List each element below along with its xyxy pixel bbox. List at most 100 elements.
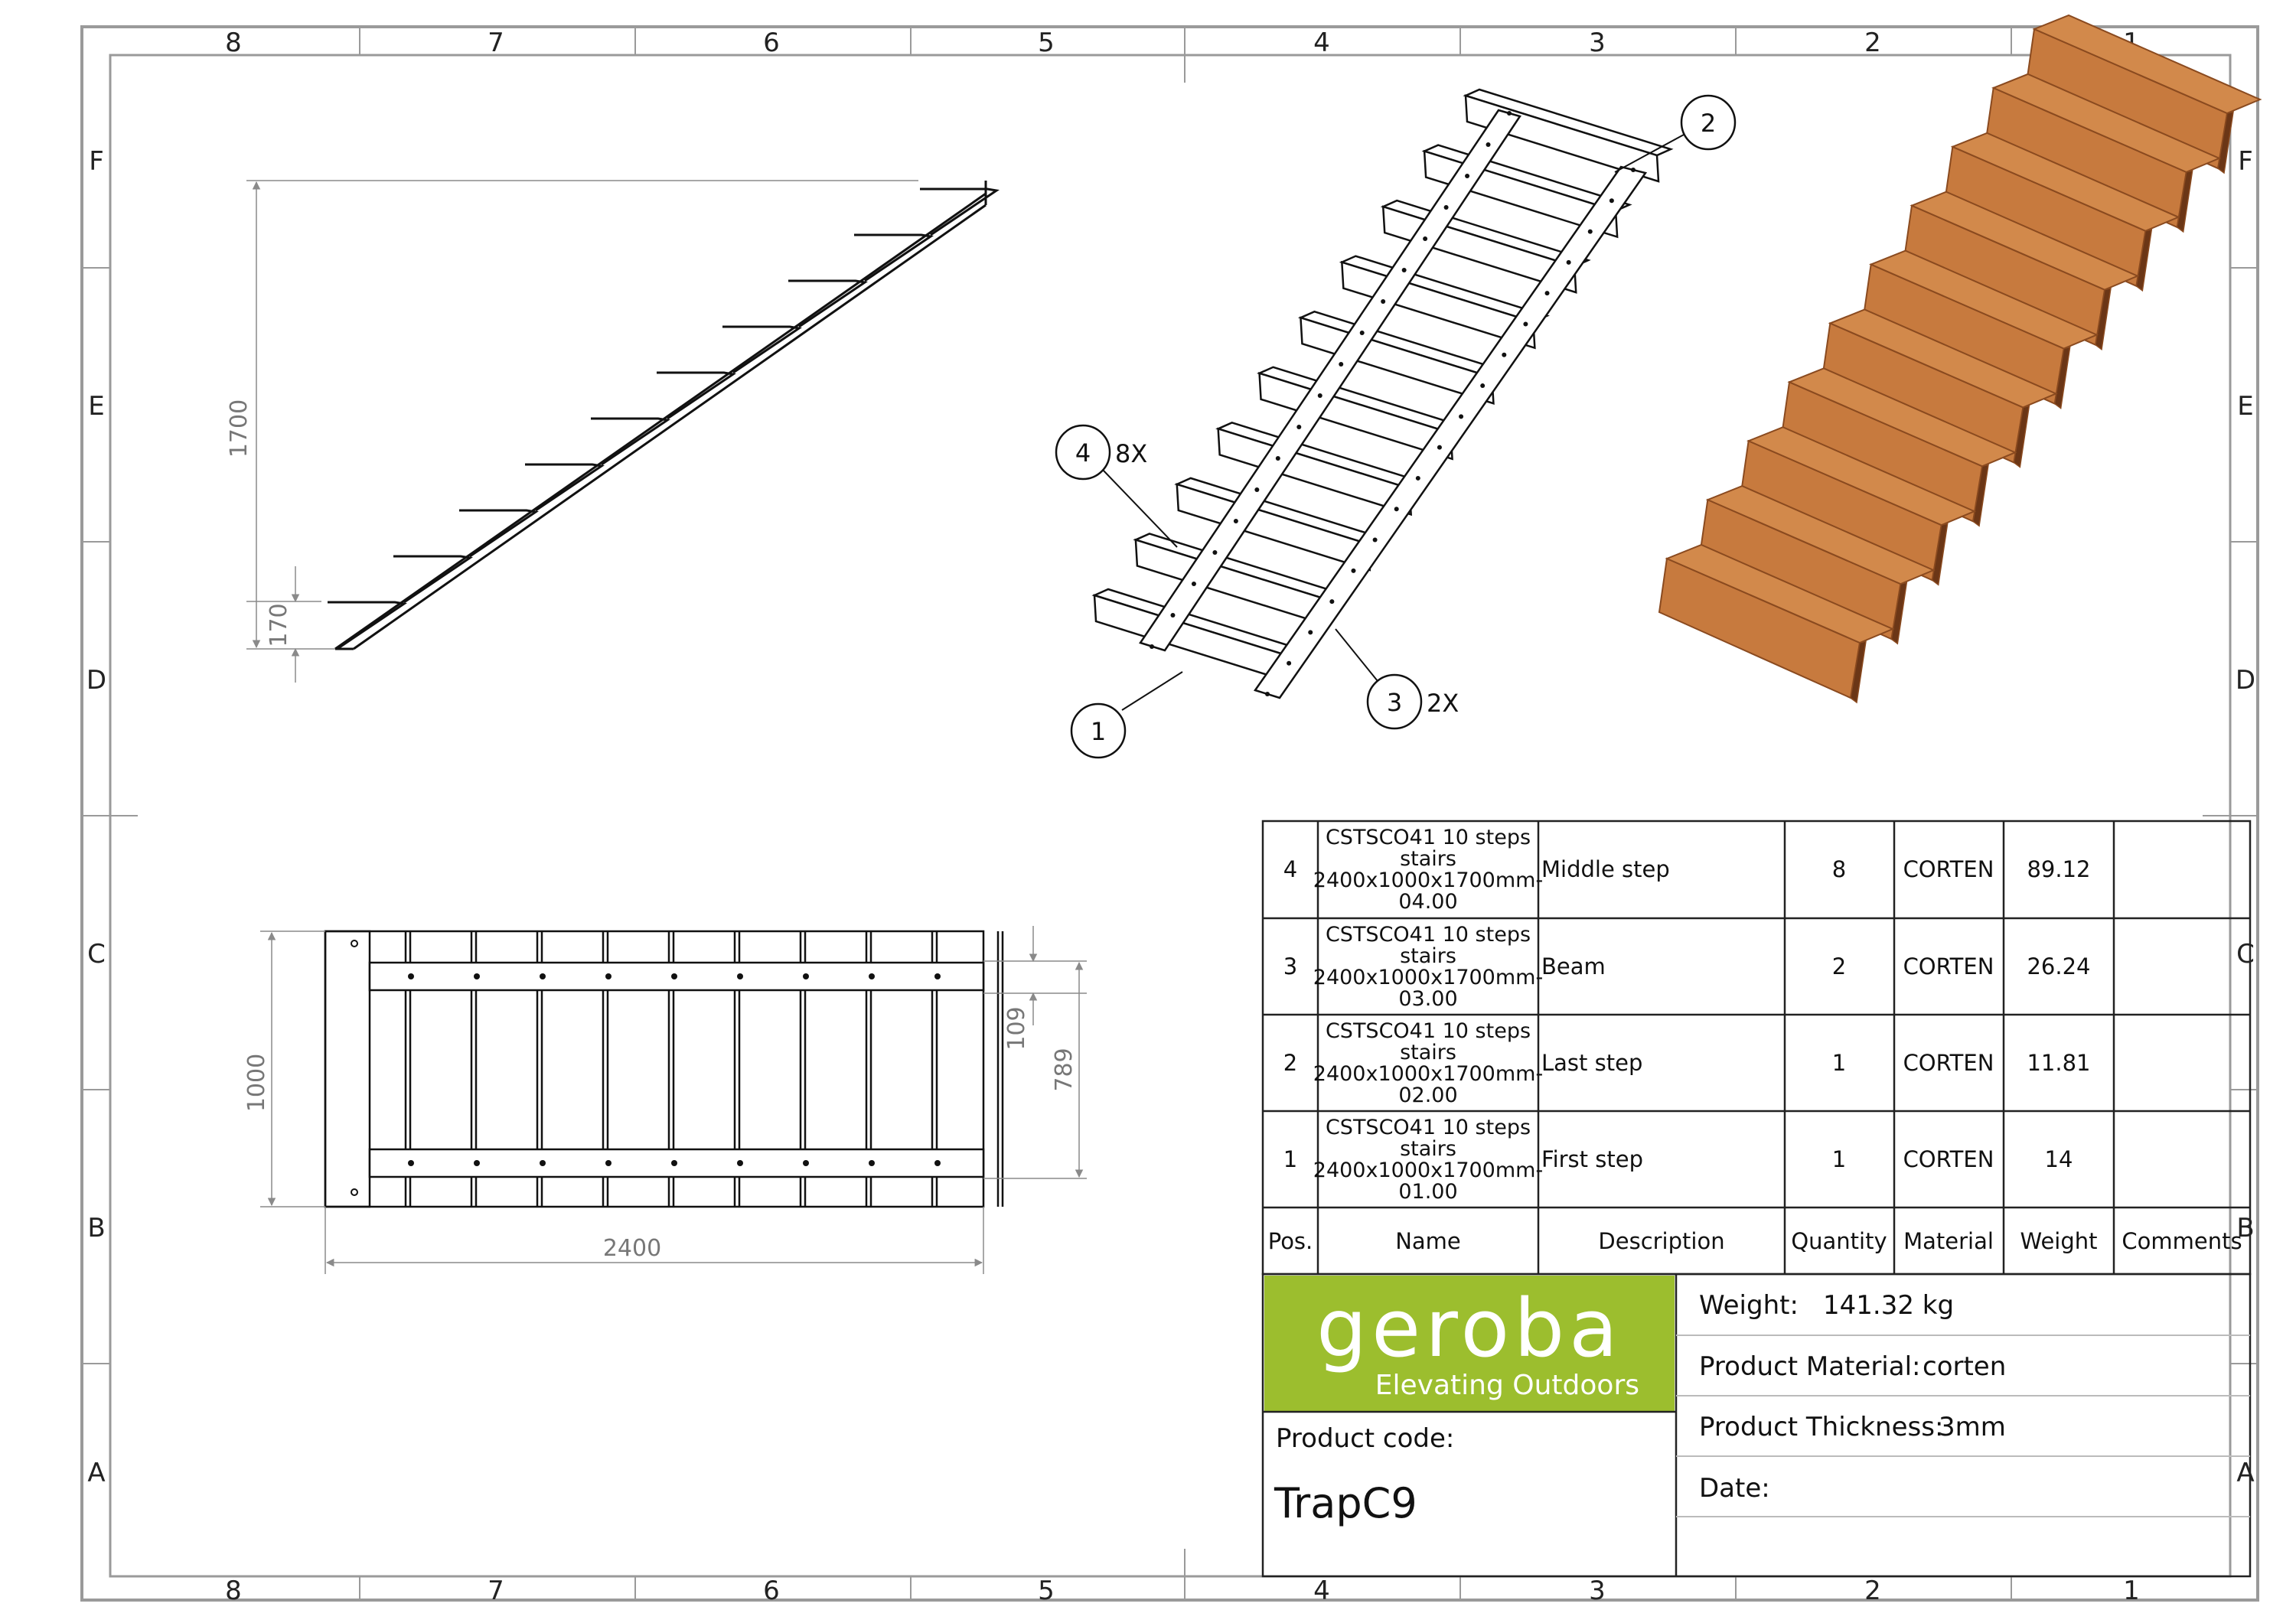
exploded-view: 1 2 3 2X 4 8X — [1055, 88, 1737, 759]
bom-name-line: stairs — [1400, 847, 1456, 871]
bom-header-pos: Pos. — [1268, 1228, 1313, 1254]
material-label: Product Material: — [1699, 1351, 1920, 1382]
balloon-3-qty: 2X — [1427, 689, 1459, 718]
corten-step-edge — [2217, 110, 2234, 174]
svg-text:1: 1 — [1091, 717, 1106, 746]
beam-hole — [1401, 268, 1407, 272]
top-view-hole — [474, 1160, 480, 1166]
side-view-steps — [328, 187, 1000, 650]
top-view-hole — [869, 1160, 875, 1166]
beam-hole — [1254, 487, 1260, 492]
svg-text:4: 4 — [1075, 438, 1091, 468]
beam-hole — [1631, 168, 1636, 172]
beam-holes — [1150, 111, 1636, 696]
dim-width: 1000 — [243, 1054, 270, 1112]
zone-col-bottom-4: 4 — [1313, 1576, 1330, 1606]
bom-header-quantity: Quantity — [1791, 1228, 1887, 1254]
corten-step-edge — [1931, 523, 1949, 586]
beam-hole — [1170, 613, 1176, 618]
dim-height-total: 1700 — [226, 399, 253, 458]
top-view-hole — [803, 973, 809, 979]
beam-hole — [1480, 383, 1486, 389]
brand-tagline: Elevating Outdoors — [1375, 1370, 1639, 1401]
product-code: TrapC9 — [1274, 1479, 1417, 1527]
bom-header-description: Description — [1598, 1228, 1724, 1254]
corten-step-tread — [1665, 543, 1895, 644]
balloon-3: 3 2X — [1335, 628, 1459, 730]
zone-col-top-3: 3 — [1589, 28, 1606, 58]
title-block: geroba Elevating Outdoors Product code: … — [1261, 1273, 2252, 1578]
top-view-hole — [803, 1160, 809, 1166]
beam-hole — [1317, 393, 1322, 398]
bom-name-line: 01.00 — [1398, 1180, 1457, 1204]
zone-col-top-5: 5 — [1038, 28, 1055, 58]
zone-row-left-B: B — [87, 1213, 105, 1243]
zone-col-top-6: 6 — [763, 28, 780, 58]
bom-header-name: Name — [1395, 1228, 1461, 1254]
beam-left — [1139, 109, 1521, 652]
zone-col-bottom-5: 5 — [1038, 1576, 1055, 1606]
balloon-4-qty: 8X — [1115, 439, 1147, 468]
bom-material: CORTEN — [1903, 1050, 1994, 1076]
beam-hole — [1566, 259, 1571, 265]
balloon-4: 4 8X — [1055, 424, 1178, 548]
bom-name-line: stairs — [1400, 1041, 1456, 1064]
zone-col-top-2: 2 — [1864, 28, 1881, 58]
bom-name-line: 2400x1000x1700mm- — [1313, 869, 1543, 892]
bom-pos: 2 — [1283, 1050, 1297, 1076]
top-view-holes — [408, 973, 941, 1166]
corten-step-tread — [1828, 308, 2058, 409]
bom-pos: 3 — [1283, 953, 1297, 979]
bom-name-line: 04.00 — [1398, 890, 1457, 914]
beam-hole — [1443, 205, 1449, 210]
beam-hole — [1296, 425, 1302, 429]
dim-beam-offset: 109 — [1003, 1006, 1030, 1050]
bom-header-comments: Comments — [2122, 1228, 2242, 1254]
bom-quantity: 2 — [1832, 953, 1846, 979]
bom-name-line: 2400x1000x1700mm- — [1313, 1159, 1543, 1182]
beam-hole — [1415, 475, 1420, 481]
top-view-hole — [605, 1160, 612, 1166]
bom-description: Last step — [1541, 1050, 1642, 1076]
bom-quantity: 1 — [1832, 1050, 1846, 1076]
zone-col-top-7: 7 — [488, 28, 504, 58]
zone-row-left-C: C — [87, 939, 106, 970]
corten-render-view — [1658, 14, 2262, 704]
top-view-hole — [540, 1160, 546, 1166]
top-view-hole — [737, 973, 743, 979]
bom-material: CORTEN — [1903, 1146, 1994, 1172]
corten-step-tread — [1705, 485, 1936, 585]
beam-hole — [1233, 519, 1238, 523]
corten-step-tread — [1910, 191, 2140, 291]
zone-col-top-4: 4 — [1313, 28, 1330, 58]
zone-col-bottom-8: 8 — [225, 1576, 242, 1606]
dim-length: 2400 — [603, 1235, 661, 1262]
svg-text:2: 2 — [1701, 109, 1716, 138]
zone-row-left-D: D — [86, 665, 106, 696]
beam-hole — [1465, 174, 1470, 178]
corten-step-edge — [2013, 405, 2030, 468]
beam-hole — [1437, 445, 1442, 450]
side-step — [920, 187, 1000, 236]
side-view-stringer-bottom — [353, 204, 987, 650]
top-view-hole — [671, 1160, 677, 1166]
balloon-1: 1 — [1070, 671, 1183, 759]
corten-step-tread — [2032, 14, 2262, 115]
beam-hole — [1523, 321, 1528, 327]
beam-right — [1253, 165, 1648, 699]
corten-step-edge — [1890, 582, 1908, 645]
beam-hole — [1544, 291, 1550, 296]
corten-step-tread — [1991, 73, 2222, 173]
bom-header-weight: Weight — [2020, 1228, 2097, 1254]
corten-step-edge — [2095, 287, 2112, 351]
weight-label: Weight: — [1699, 1290, 1799, 1321]
top-view-hole — [869, 973, 875, 979]
bom-material: CORTEN — [1903, 953, 1994, 979]
beam-hole — [1212, 550, 1218, 555]
thickness-value: 3mm — [1939, 1412, 2006, 1442]
top-view-hole — [408, 1160, 414, 1166]
